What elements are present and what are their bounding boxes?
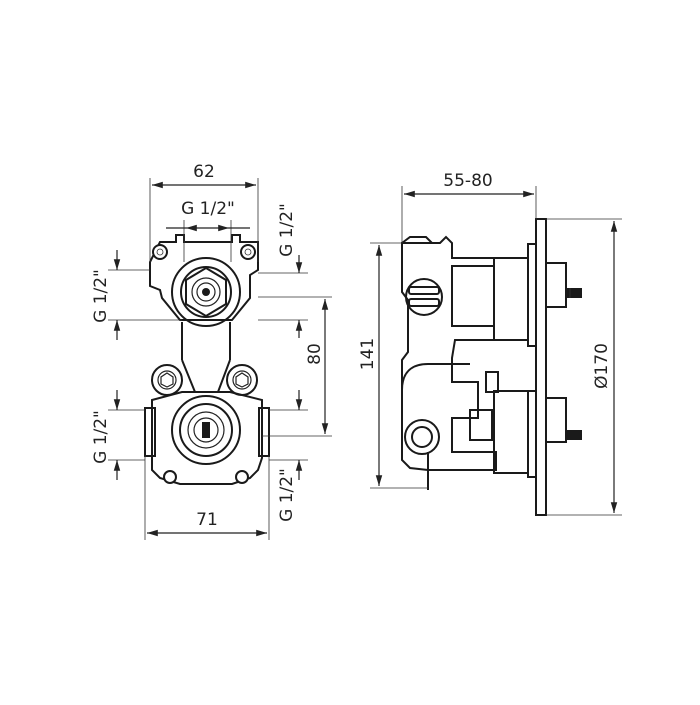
- side-view: [401, 218, 582, 516]
- upper-cartridge: [493, 257, 529, 341]
- mount-ear-upper-right: [240, 244, 256, 260]
- lower-port-left: [144, 407, 156, 457]
- dim-port-left-lower: G 1/2": [91, 410, 111, 464]
- dim-depth: 55-80: [443, 171, 492, 191]
- center-stem: [181, 322, 231, 360]
- side-lower-knob: [404, 419, 440, 455]
- dim-port-bottom-right: G 1/2": [277, 468, 297, 522]
- side-upper-knob: [405, 278, 443, 316]
- dim-plate-diameter: Ø170: [592, 343, 612, 389]
- side-body: [401, 235, 497, 471]
- front-view: [144, 234, 270, 485]
- lower-port-right: [258, 407, 270, 457]
- upper-valve-hex: [185, 266, 227, 318]
- lower-cartridge: [493, 390, 529, 474]
- mount-ear-upper-left: [152, 244, 168, 260]
- dim-inlet-top: G 1/2": [181, 199, 235, 219]
- upper-valve-outer: [171, 257, 241, 327]
- wall-plate: [535, 218, 547, 516]
- dim-port-top-right: G 1/2": [277, 203, 297, 257]
- dim-width-bottom: 71: [196, 510, 218, 530]
- lower-housing: [151, 391, 263, 485]
- lower-valve-ring: [179, 403, 233, 457]
- dim-width-top: 62: [193, 162, 215, 182]
- mid-lug-right: [226, 364, 258, 396]
- dim-height: 141: [358, 338, 378, 370]
- mid-lug-left: [151, 364, 183, 396]
- dim-port-left-upper: G 1/2": [91, 269, 111, 323]
- dim-spacing: 80: [305, 343, 325, 365]
- lower-valve-outer: [171, 395, 241, 465]
- side-view-dimensions: 55-80 141 Ø170: [358, 171, 622, 516]
- front-view-dimensions: 62 G 1/2" G 1/2" G 1/2" 80 G 1/2": [91, 162, 332, 540]
